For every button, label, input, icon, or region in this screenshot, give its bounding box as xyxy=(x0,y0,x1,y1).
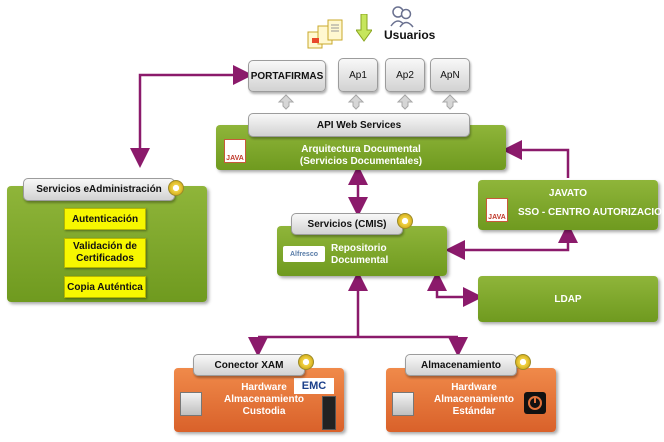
download-arrow-icon xyxy=(355,13,373,42)
eadmin-item-copia: Copia Auténtica xyxy=(64,276,146,298)
cmis-title: Servicios (CMIS) xyxy=(291,213,403,235)
server-cabinet-icon xyxy=(180,392,202,416)
app-arrow-portafirmas xyxy=(277,94,295,110)
server-cabinet-icon-almac xyxy=(392,392,414,416)
app-arrow-apn xyxy=(441,94,459,110)
ldap-box: LDAP xyxy=(478,276,658,322)
gear-icon-cmis xyxy=(397,213,413,229)
javato-box: JAVA JAVATO SSO - CENTRO AUTORIZACION xyxy=(478,180,664,230)
repositorio-line2: Documental xyxy=(331,255,389,266)
almacenamiento-box: Hardware Almacenamiento Estándar xyxy=(386,368,556,432)
gear-icon-xam xyxy=(298,354,314,370)
xam-title: Conector XAM xyxy=(193,354,305,376)
users-icon xyxy=(390,6,414,28)
gear-icon-almac xyxy=(515,354,531,370)
gear-icon xyxy=(168,180,184,196)
app-box-apn: ApN xyxy=(430,58,470,92)
almac-line1: Hardware xyxy=(451,382,497,393)
xam-line2: Almacenamiento xyxy=(223,394,305,405)
emc-logo: EMC xyxy=(294,378,334,394)
java-icon: JAVA xyxy=(224,139,246,163)
connector-cmis-ldap xyxy=(427,271,483,307)
connector-portafirmas-eadmin xyxy=(130,65,253,168)
app-arrow-ap2 xyxy=(396,94,414,110)
usuarios-label: Usuarios xyxy=(384,28,436,42)
eadmin-item-validacion: Validación de Certificados xyxy=(64,238,146,268)
app-arrow-ap1 xyxy=(347,94,365,110)
javato-subtitle: SSO - CENTRO AUTORIZACION xyxy=(518,207,664,218)
alfresco-logo: Alfresco xyxy=(283,246,325,262)
xam-line1: Hardware xyxy=(241,382,287,393)
almac-line2: Almacenamiento xyxy=(433,394,515,405)
app-box-ap2: Ap2 xyxy=(385,58,425,92)
documents-icon xyxy=(306,18,356,52)
arquitectura-line2: (Servicios Documentales) xyxy=(299,156,423,167)
eadmin-title: Servicios eAdministración xyxy=(23,178,175,201)
app-box-ap1: Ap1 xyxy=(338,58,378,92)
api-web-services: API Web Services xyxy=(248,113,470,137)
almac-title: Almacenamiento xyxy=(405,354,517,376)
almac-line3: Estándar xyxy=(452,406,496,417)
javato-title: JAVATO xyxy=(548,188,588,199)
storage-tower-icon xyxy=(322,396,336,430)
connector-cmis-javato xyxy=(445,223,578,260)
connector-arq-javato xyxy=(502,140,570,178)
arquitectura-line1: Arquitectura Documental xyxy=(301,144,421,155)
java-icon-javato: JAVA xyxy=(486,198,508,222)
repositorio-line1: Repositorio xyxy=(331,243,387,254)
eadmin-item-autenticacion: Autenticación xyxy=(64,208,146,230)
xam-line3: Custodia xyxy=(242,406,286,417)
app-box-portafirmas: PORTAFIRMAS xyxy=(248,60,326,92)
xam-box: Hardware Almacenamiento Custodia EMC xyxy=(174,368,344,432)
power-logo-icon xyxy=(524,392,546,414)
